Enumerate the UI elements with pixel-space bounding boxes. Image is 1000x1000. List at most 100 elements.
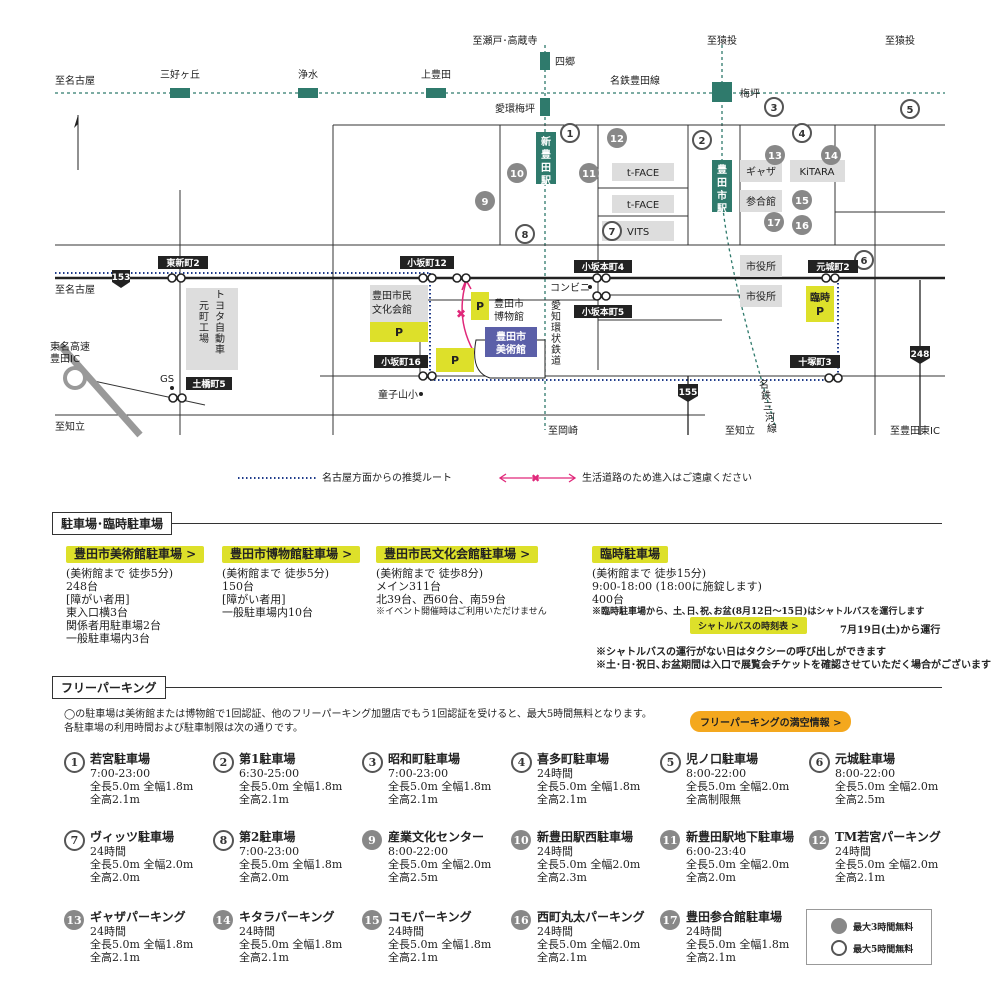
svg-text:元: 元 bbox=[199, 301, 209, 312]
lot-detail-line: 全高2.1m bbox=[537, 951, 587, 964]
free-parking-intro-2: 各駐車場の利用時間および駐車制限は次の通りです。 bbox=[64, 723, 303, 734]
building-shiyakusho-2: 市役所 bbox=[746, 290, 776, 303]
lot-line: 東入口横3台 bbox=[66, 606, 128, 619]
svg-text:鉄: 鉄 bbox=[761, 389, 771, 402]
lot-detail-line: 24時間 bbox=[686, 925, 722, 938]
svg-text:2: 2 bbox=[699, 136, 706, 147]
lot-name: 新豊田駅西駐車場 bbox=[537, 830, 634, 844]
free-parking-intro-1: ◯の駐車場は美術館または博物館で1回認証、他のフリーパーキング加盟店でもう1回認… bbox=[64, 709, 652, 720]
outline-circle-icon bbox=[831, 940, 847, 956]
konbini-label: コンビニ bbox=[550, 282, 590, 294]
lot-detail-line: 全長5.0m 全幅1.8m bbox=[239, 780, 343, 793]
svg-text:道: 道 bbox=[551, 354, 561, 367]
lot-detail-line: 全長5.0m 全幅1.8m bbox=[686, 938, 790, 951]
access-map: ✖ bbox=[50, 34, 945, 485]
lot-line: 9:00-18:00 (18:00に施錠します) bbox=[592, 580, 762, 593]
lot-number-badge: 5 bbox=[660, 752, 681, 773]
free-parking-section-header: フリーパーキング bbox=[52, 676, 942, 699]
svg-text:元城町2: 元城町2 bbox=[816, 261, 849, 273]
lot-detail-line: 全長5.0m 全幅1.8m bbox=[388, 938, 492, 951]
svg-text:田: 田 bbox=[717, 177, 727, 189]
svg-text:10: 10 bbox=[510, 169, 524, 180]
svg-text:小坂本町5: 小坂本町5 bbox=[581, 306, 624, 318]
shuttle-timetable-button[interactable]: シャトルバスの時刻表 > bbox=[690, 617, 807, 634]
svg-text:豊田市民: 豊田市民 bbox=[372, 289, 412, 302]
filled-circle-icon bbox=[831, 918, 847, 934]
lot-detail-line: 全長5.0m 全幅2.0m bbox=[686, 858, 790, 871]
parking-lot-bunka-kaikan[interactable]: 豊田市民文化会館駐車場 > (美術館まで 徒歩8分) メイン311台 北39台、… bbox=[376, 546, 547, 619]
svg-text:河: 河 bbox=[765, 412, 775, 424]
lot-number-badge: 15 bbox=[362, 910, 382, 930]
building-shiyakusho-1: 市役所 bbox=[746, 260, 776, 273]
parking-lot-hakubutsukan[interactable]: 豊田市博物館駐車場 > (美術館まで 徒歩5分) 150台 [障がい者用] 一般… bbox=[222, 546, 361, 619]
lot-detail-line: 24時間 bbox=[388, 925, 424, 938]
lot-detail-line: 全高2.1m bbox=[835, 871, 885, 884]
svg-text:14: 14 bbox=[824, 151, 838, 162]
svg-text:東名高速: 東名高速 bbox=[50, 340, 90, 353]
lot-detail-line: 全長5.0m 全幅1.8m bbox=[388, 780, 492, 793]
svg-text:小坂町16: 小坂町16 bbox=[380, 356, 421, 368]
parking-lot-title[interactable]: 豊田市美術館駐車場 > bbox=[66, 546, 205, 563]
lot-detail-line: 全高2.1m bbox=[90, 793, 140, 806]
lot-detail-line: 24時間 bbox=[90, 925, 126, 938]
svg-text:十塚町3: 十塚町3 bbox=[798, 356, 831, 368]
legend-route-label: 名古屋方面からの推奨ルート bbox=[322, 471, 452, 484]
svg-text:ト: ト bbox=[215, 290, 225, 301]
lot-detail-line: 24時間 bbox=[835, 845, 871, 858]
free-parking-heading: フリーパーキング bbox=[52, 676, 166, 699]
gs-label: GS bbox=[160, 374, 174, 385]
building-vits: VITS bbox=[627, 227, 649, 238]
svg-text:市: 市 bbox=[717, 189, 727, 202]
svg-text:線: 線 bbox=[767, 422, 777, 435]
lot-name: 若宮駐車場 bbox=[90, 752, 151, 766]
parking-lot-title[interactable]: 豊田市博物館駐車場 > bbox=[222, 546, 361, 563]
parking-lot-bijutsukan[interactable]: 豊田市美術館駐車場 > (美術館まで 徒歩5分) 248台 [障がい者用] 東入… bbox=[66, 546, 205, 645]
meitetsu-line-label: 名鉄豊田線 bbox=[610, 74, 660, 87]
svg-text:15: 15 bbox=[795, 196, 809, 207]
svg-text:豊田IC: 豊田IC bbox=[50, 352, 80, 365]
svg-text:7: 7 bbox=[609, 227, 616, 238]
lot-detail-line: 全長5.0m 全幅2.0m bbox=[537, 858, 641, 871]
parking-section-header: 駐車場･臨時駐車場 bbox=[52, 512, 942, 535]
free-parking-status-button[interactable]: フリーパーキングの満空情報 > bbox=[690, 711, 852, 732]
lot-number-badge: 4 bbox=[511, 752, 532, 773]
svg-text:小坂本町4: 小坂本町4 bbox=[581, 261, 624, 273]
svg-text:町: 町 bbox=[199, 312, 209, 323]
svg-text:新: 新 bbox=[541, 135, 551, 148]
lot-detail-line: 全高2.5m bbox=[388, 871, 438, 884]
parking-lot-title[interactable]: 豊田市民文化会館駐車場 > bbox=[376, 546, 539, 563]
lot-name: 第2駐車場 bbox=[239, 830, 296, 844]
free-parking-legend: 最大3時間無料 最大5時間無料 bbox=[806, 909, 932, 965]
svg-text:タ: タ bbox=[215, 311, 225, 323]
lot-number-badge: 2 bbox=[213, 752, 234, 773]
to-sanage-1: 至猿投 bbox=[707, 34, 737, 47]
lot-line: 248台 bbox=[66, 580, 98, 593]
lot-line: (美術館まで 徒歩15分) bbox=[592, 567, 707, 580]
lot-detail-line: 7:00-23:00 bbox=[388, 767, 449, 780]
svg-text:P: P bbox=[816, 305, 824, 318]
building-gyaza: ギャザ bbox=[746, 166, 776, 178]
svg-text:✖: ✖ bbox=[531, 472, 540, 485]
station-josui: 浄水 bbox=[298, 68, 318, 81]
lot-number-badge: 3 bbox=[362, 752, 383, 773]
svg-text:8: 8 bbox=[522, 230, 529, 241]
parking-lot-rinji: 臨時駐車場 (美術館まで 徒歩15分) 9:00-18:00 (18:00に施錠… bbox=[592, 546, 924, 619]
svg-text:16: 16 bbox=[795, 221, 809, 232]
